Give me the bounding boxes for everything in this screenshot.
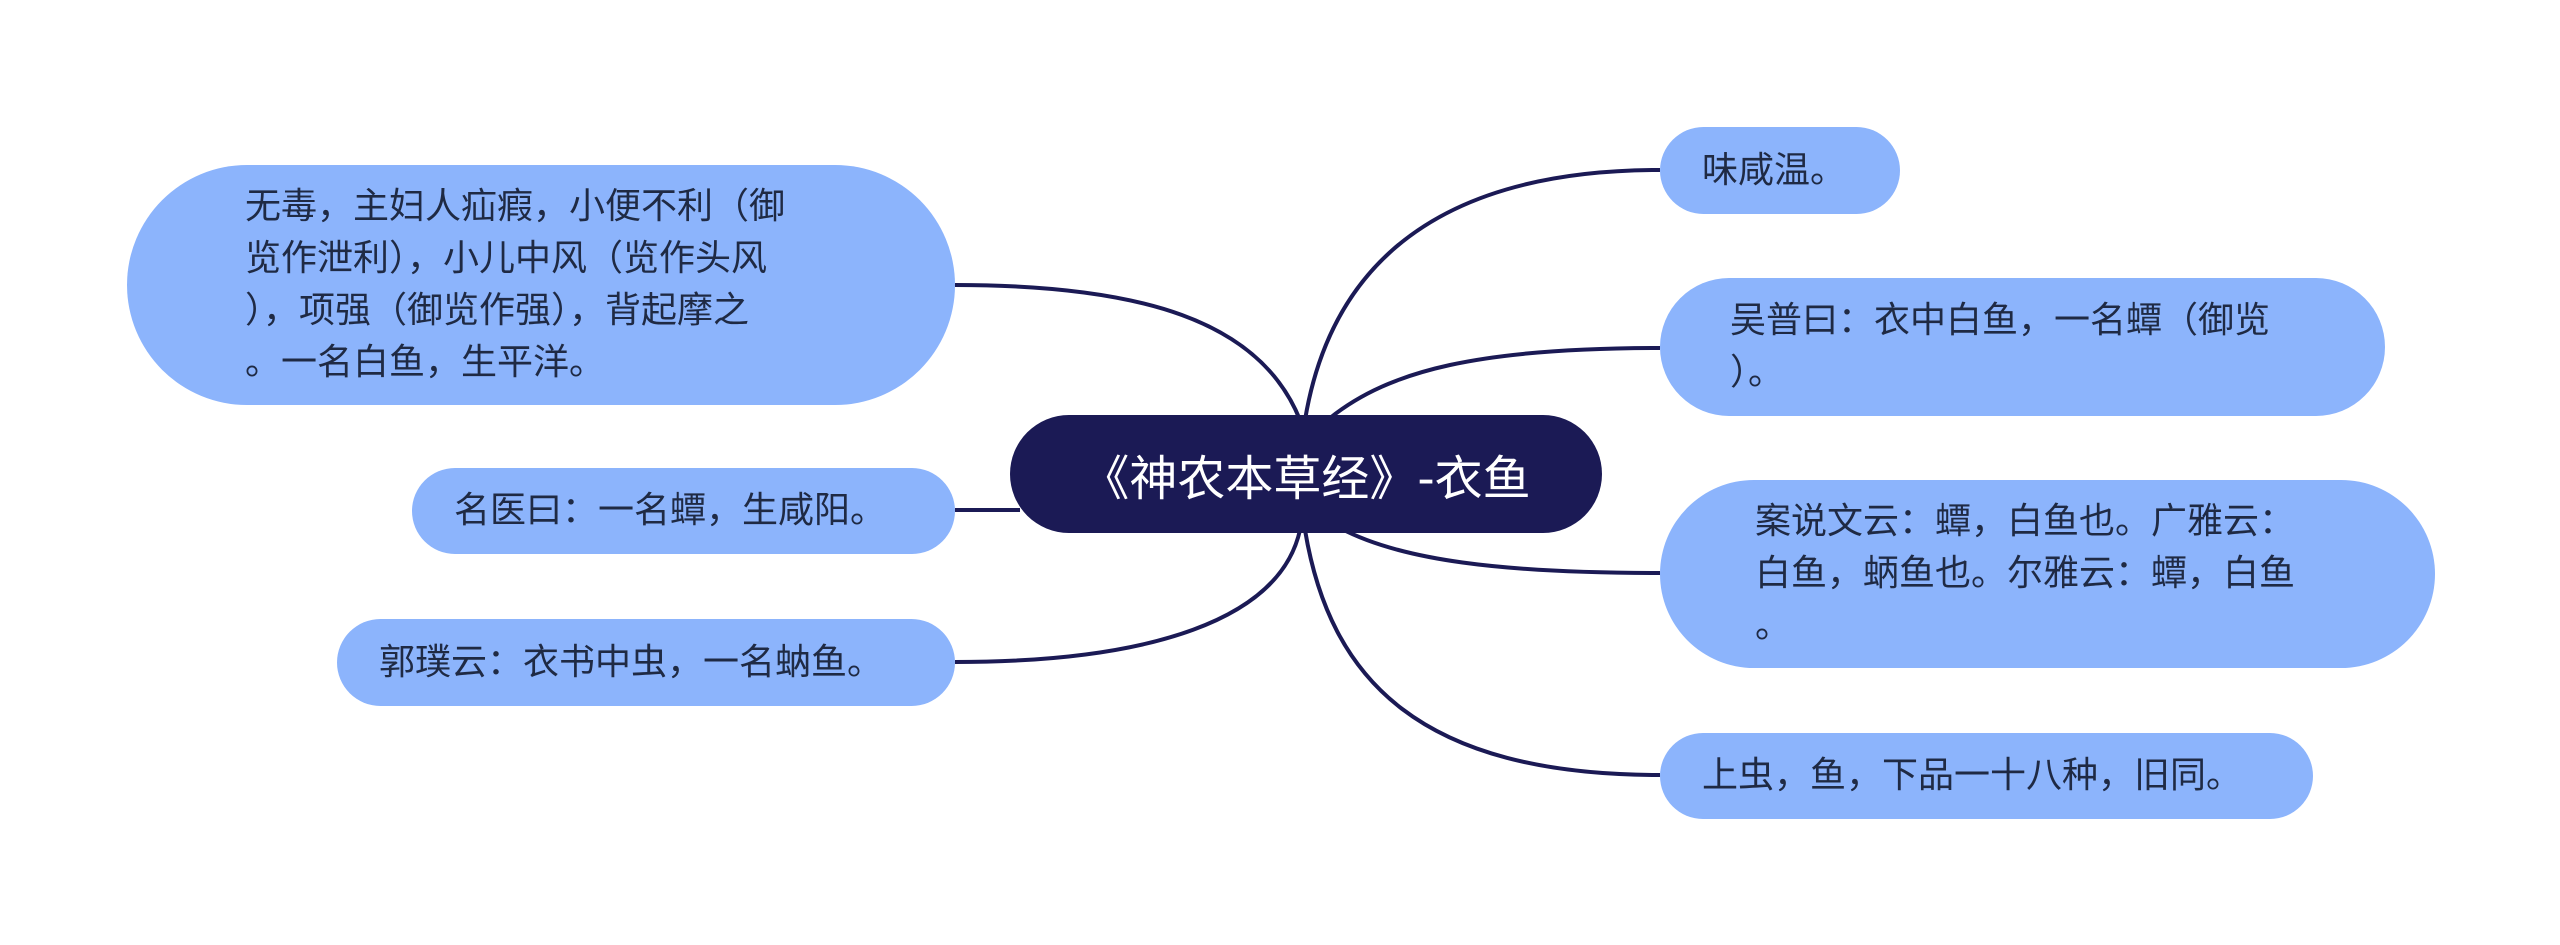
- link-right-4: [1303, 529, 1661, 777]
- center-topic-label: 《神农本草经》-衣鱼: [1081, 451, 1531, 507]
- link-left-1: [954, 283, 1302, 421]
- center-topic[interactable]: 《神农本草经》-衣鱼: [1010, 415, 1602, 533]
- right-node-2-text: 吴普曰：衣中白鱼，一名蟫（御览 ）。: [1730, 300, 2271, 393]
- left-node-1[interactable]: 无毒，主妇人疝瘕，小便不利（御 览作泄利），小儿中风（览作头风 ），项强（御览作…: [127, 165, 955, 405]
- left-node-1-text: 无毒，主妇人疝瘕，小便不利（御 览作泄利），小儿中风（览作头风 ），项强（御览作…: [245, 186, 786, 383]
- right-node-3[interactable]: 案说文云：蟫，白鱼也。广雅云： 白鱼，蛃鱼也。尔雅云：蟫，白鱼 。: [1660, 480, 2435, 668]
- right-node-3-text: 案说文云：蟫，白鱼也。广雅云： 白鱼，蛃鱼也。尔雅云：蟫，白鱼 。: [1755, 501, 2296, 646]
- left-node-3[interactable]: 郭璞云：衣书中虫，一名蚋鱼。: [337, 619, 955, 706]
- left-node-2-text: 名医曰：一名蟫，生咸阳。: [454, 490, 887, 531]
- right-node-4-text: 上虫，鱼，下品一十八种，旧同。: [1702, 755, 2243, 796]
- right-node-4[interactable]: 上虫，鱼，下品一十八种，旧同。: [1660, 733, 2313, 819]
- link-right-3: [1339, 526, 1661, 575]
- right-node-2[interactable]: 吴普曰：衣中白鱼，一名蟫（御览 ）。: [1660, 278, 2385, 416]
- link-left-3: [954, 529, 1302, 664]
- left-node-2[interactable]: 名医曰：一名蟫，生咸阳。: [412, 468, 955, 554]
- link-right-1: [1303, 168, 1661, 421]
- right-node-1[interactable]: 味咸温。: [1660, 127, 1900, 214]
- right-node-1-text: 味咸温。: [1702, 149, 1847, 191]
- left-node-3-text: 郭璞云：衣书中虫，一名蚋鱼。: [379, 641, 884, 683]
- link-right-2: [1328, 346, 1661, 420]
